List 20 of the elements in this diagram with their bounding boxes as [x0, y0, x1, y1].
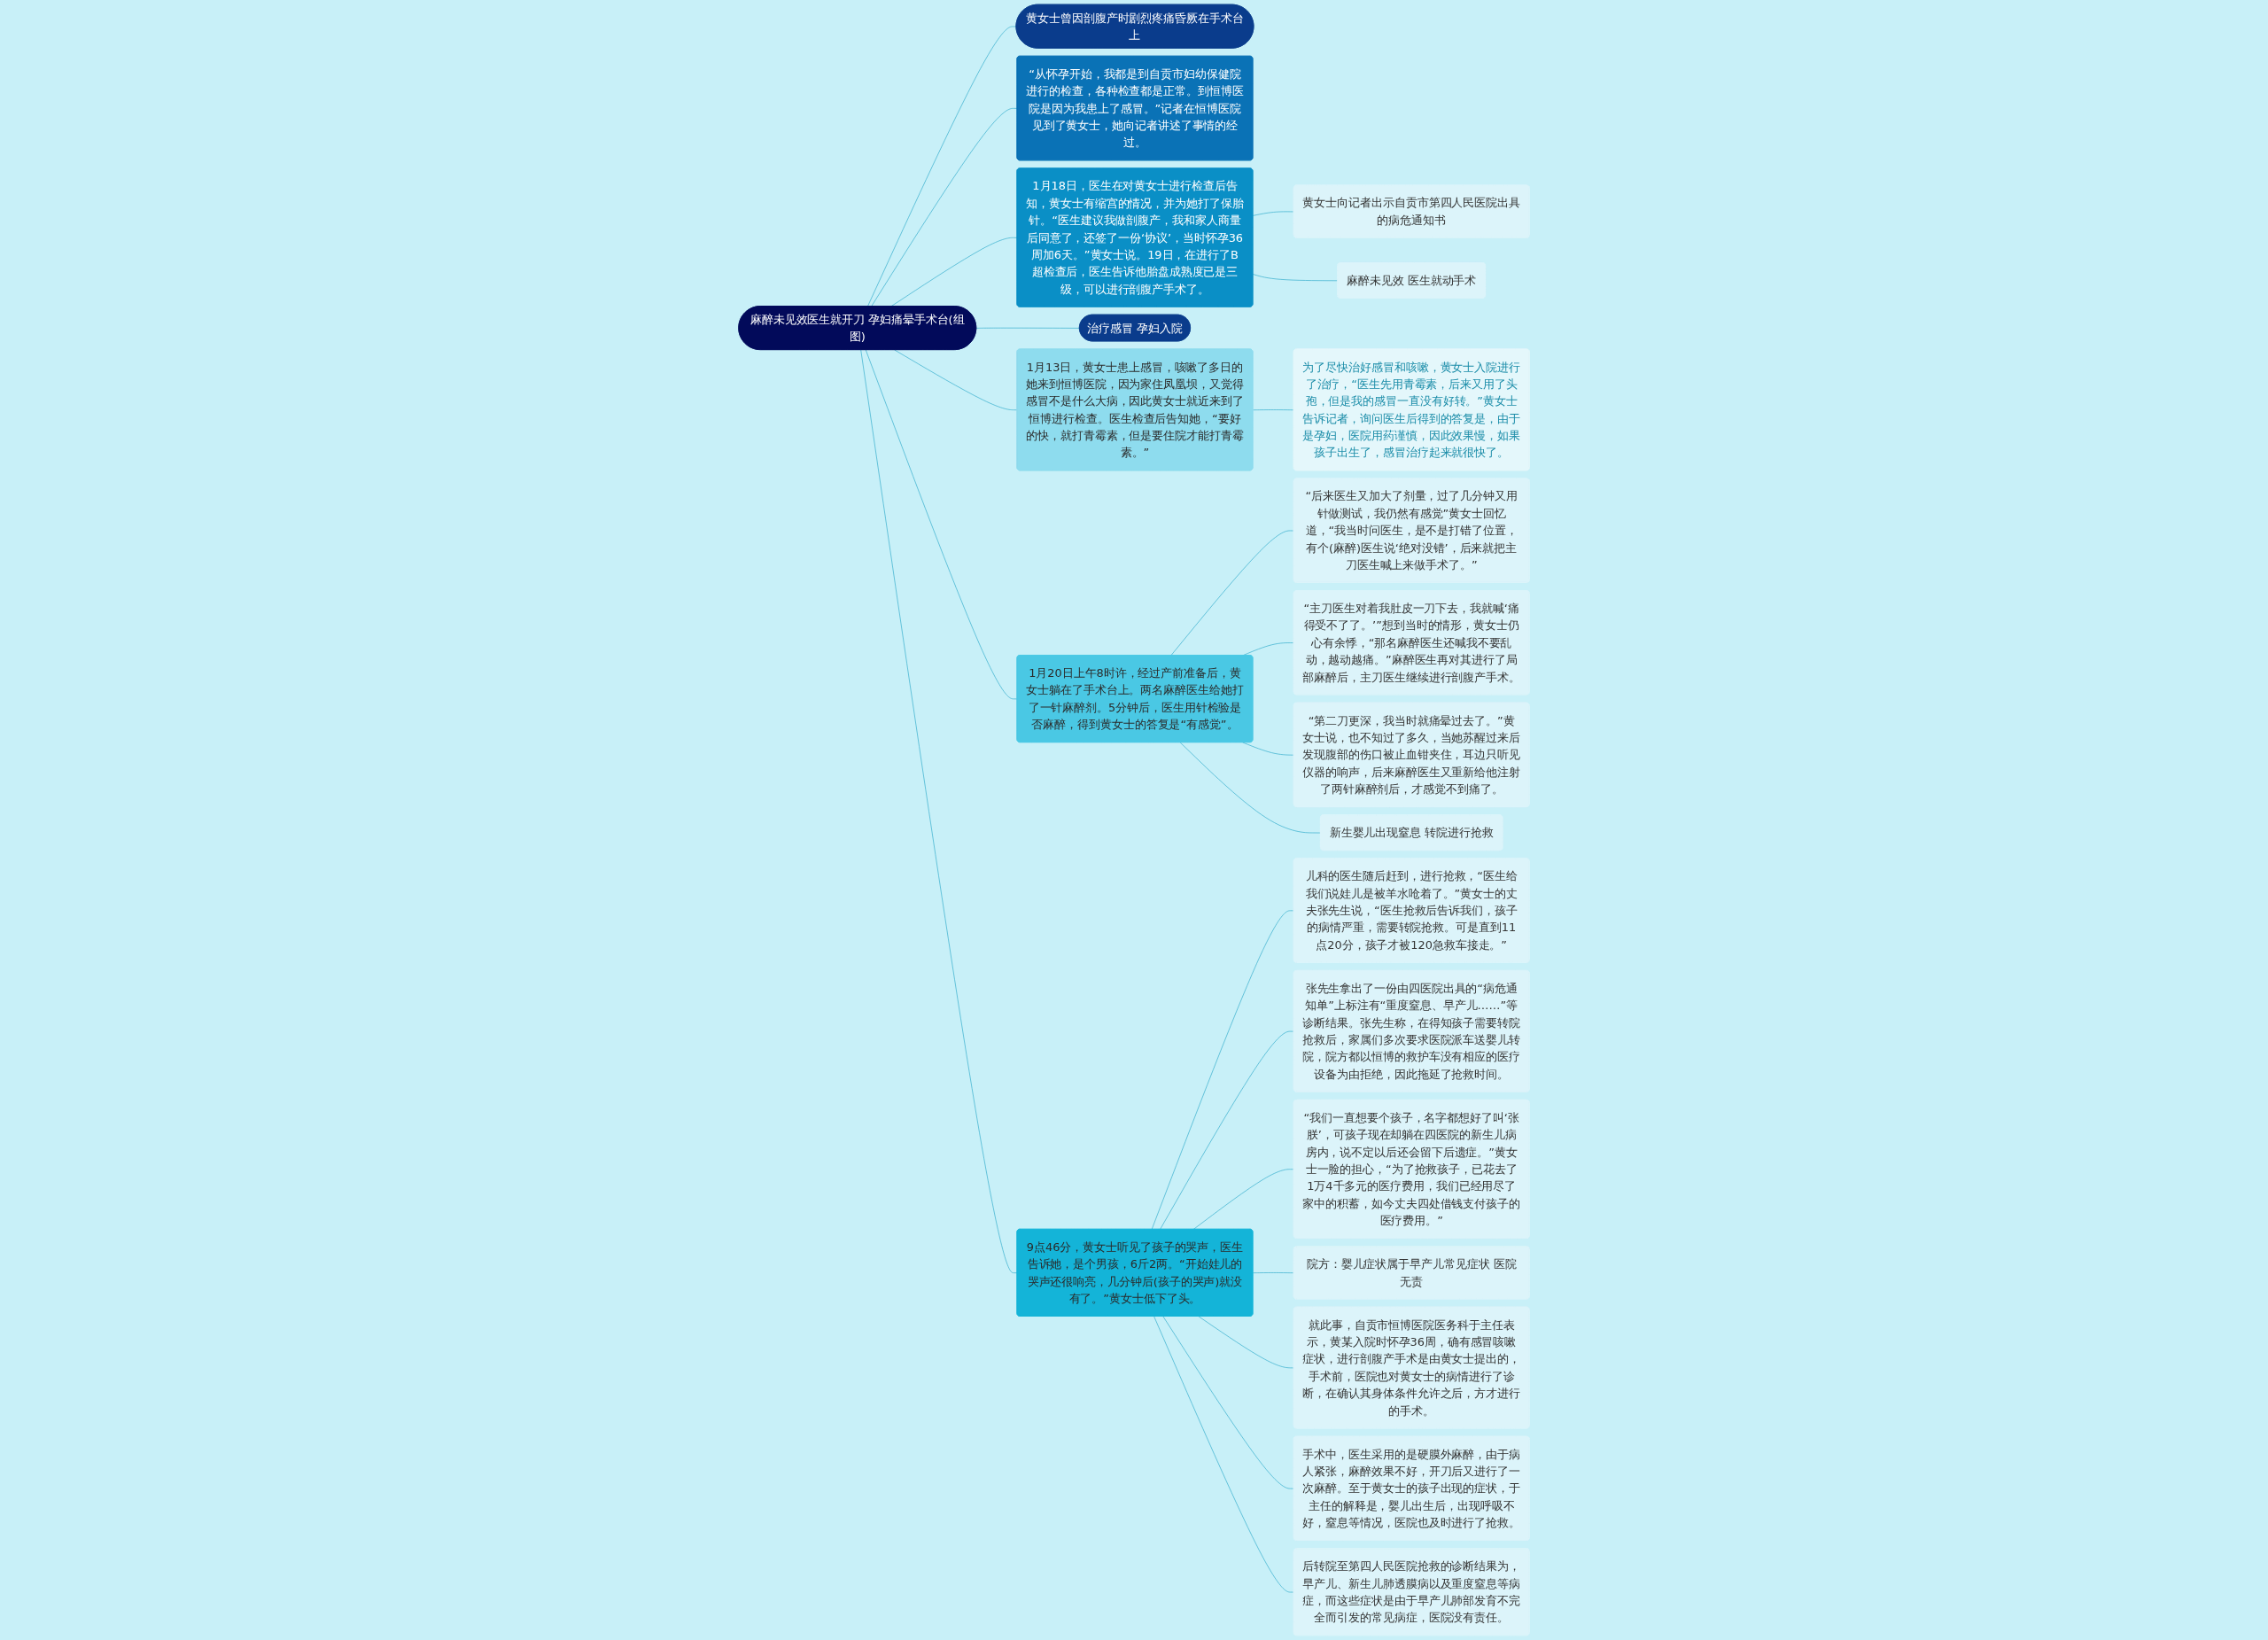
connector	[1151, 910, 1294, 1230]
connector	[1162, 1316, 1294, 1489]
connector	[1179, 742, 1322, 834]
connector	[867, 26, 1017, 307]
connector	[1170, 530, 1294, 657]
connector	[865, 349, 1018, 700]
connector	[1242, 742, 1294, 756]
connector	[894, 349, 1018, 411]
connector	[1253, 1272, 1294, 1273]
connector	[975, 327, 1080, 329]
connector	[860, 349, 1018, 1273]
connector	[1253, 409, 1294, 411]
connector	[890, 237, 1018, 307]
connector	[1160, 1030, 1294, 1230]
connector	[1192, 1169, 1294, 1230]
connector	[1153, 1316, 1294, 1593]
connector	[871, 108, 1018, 307]
connector	[1253, 211, 1294, 216]
connector	[1198, 1316, 1294, 1369]
connector	[1253, 274, 1339, 282]
